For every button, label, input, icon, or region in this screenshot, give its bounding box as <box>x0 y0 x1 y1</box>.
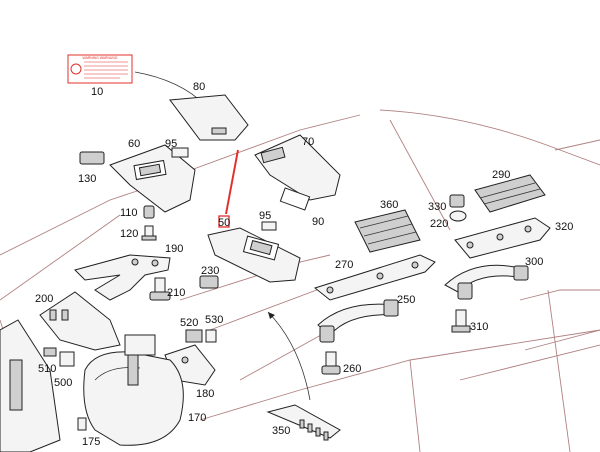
sun-visor-50 <box>207 215 301 283</box>
grab-handle-300 <box>444 264 529 300</box>
grab-handle-250 <box>317 299 399 343</box>
label-260: 260 <box>343 363 361 375</box>
label-190: 190 <box>165 243 183 255</box>
label-180: 180 <box>196 388 214 400</box>
label-360: 360 <box>380 199 398 211</box>
clip-95-middle <box>261 221 277 231</box>
label-530: 530 <box>205 314 223 326</box>
label-320: 320 <box>555 221 573 233</box>
clip-510 <box>43 347 57 357</box>
warning-card-text: WARNING WARNUNG <box>83 56 118 60</box>
label-130: 130 <box>78 173 96 185</box>
car-body-outline <box>0 109 600 452</box>
clip-530 <box>205 329 217 343</box>
nut-330 <box>449 194 465 208</box>
label-120: 120 <box>120 228 138 240</box>
arrow-350 <box>267 311 311 401</box>
label-310: 310 <box>470 321 488 333</box>
label-70: 70 <box>302 136 314 148</box>
clip-500 <box>59 351 75 367</box>
label-270: 270 <box>335 259 353 271</box>
cap-230 <box>199 275 219 289</box>
label-95-middle: 95 <box>259 210 271 222</box>
mirror-90 <box>279 187 311 211</box>
trim-panel-200 <box>39 291 121 351</box>
side-trim <box>0 319 61 452</box>
screw-260 <box>321 351 341 375</box>
label-250: 250 <box>397 294 415 306</box>
bracket-190 <box>74 254 171 301</box>
handle-bracket-270 <box>313 254 436 301</box>
warning-card: WARNING WARNUNG <box>67 54 133 84</box>
label-520: 520 <box>180 317 198 329</box>
label-220: 220 <box>430 218 448 230</box>
sun-visor-70 <box>254 134 341 201</box>
label-210: 210 <box>167 287 185 299</box>
label-170: 170 <box>188 412 206 424</box>
sun-visor-80 <box>169 94 249 141</box>
cover-290 <box>474 174 546 213</box>
handle-bracket-320 <box>454 217 551 259</box>
clip-95-top <box>171 147 189 158</box>
sun-visor-60 <box>109 144 196 213</box>
label-330: 330 <box>428 201 446 213</box>
label-175: 175 <box>82 436 100 448</box>
screw-175 <box>77 417 87 431</box>
label-80: 80 <box>193 81 205 93</box>
label-500: 500 <box>54 377 72 389</box>
clip-strip-350 <box>266 404 341 441</box>
pad-360 <box>354 209 421 253</box>
washer-220 <box>449 210 467 222</box>
screw-310 <box>451 309 471 333</box>
clip-110 <box>143 205 155 219</box>
label-300: 300 <box>525 256 543 268</box>
highlight-pointer <box>225 149 239 215</box>
label-200: 200 <box>35 293 53 305</box>
screw-210 <box>149 277 171 301</box>
part-labels: 10 80 60 95 70 130 110 120 190 90 95 50 … <box>35 81 573 448</box>
clip-130 <box>79 151 105 165</box>
label-10: 10 <box>91 86 103 98</box>
label-290: 290 <box>492 169 510 181</box>
arrow-head-350 <box>268 312 275 319</box>
label-50: 50 <box>218 217 230 229</box>
label-110: 110 <box>120 207 138 219</box>
label-90: 90 <box>312 216 324 228</box>
label-350: 350 <box>272 425 290 437</box>
label-510: 510 <box>38 363 56 375</box>
label-60: 60 <box>128 138 140 150</box>
screw-120 <box>141 225 157 241</box>
label-95-top: 95 <box>165 138 177 150</box>
clip-520 <box>185 329 203 343</box>
rearview-mirror-170 <box>83 334 184 446</box>
label-230: 230 <box>201 265 219 277</box>
